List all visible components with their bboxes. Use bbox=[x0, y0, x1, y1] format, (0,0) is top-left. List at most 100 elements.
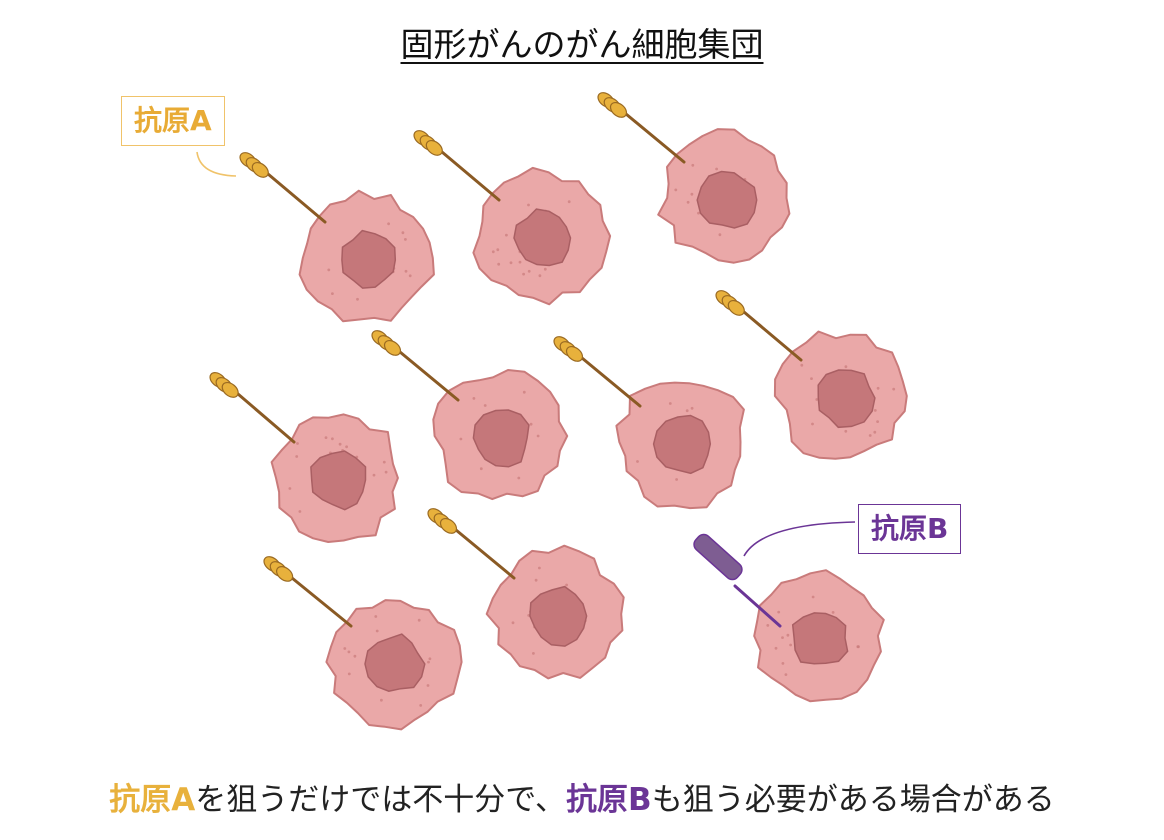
cytoplasm-dot bbox=[347, 672, 351, 676]
cytoplasm-dot bbox=[811, 595, 815, 599]
cytoplasm-dot bbox=[876, 420, 879, 423]
antigen-a-marker bbox=[413, 130, 501, 202]
antigen-a-leader bbox=[196, 151, 237, 177]
antigen-a-marker bbox=[209, 372, 296, 444]
cytoplasm-dot bbox=[844, 365, 848, 369]
caption-antigen-b: 抗原B bbox=[566, 782, 652, 818]
cytoplasm-dot bbox=[686, 200, 690, 204]
cytoplasm-dot bbox=[873, 430, 877, 434]
cancer-cell-9 bbox=[263, 556, 463, 731]
cytoplasm-dot bbox=[810, 377, 813, 380]
cytoplasm-dot bbox=[298, 510, 302, 513]
antigen-b-leader bbox=[743, 521, 856, 557]
cytoplasm-dot bbox=[459, 437, 463, 441]
cytoplasm-dot bbox=[382, 460, 386, 464]
cytoplasm-dot bbox=[697, 211, 700, 215]
cytoplasm-dot bbox=[690, 406, 694, 410]
cell-nucleus bbox=[529, 585, 588, 647]
cell-nucleus bbox=[652, 414, 712, 475]
cytoplasm-dot bbox=[343, 647, 347, 650]
cytoplasm-dot bbox=[831, 611, 835, 614]
cytoplasm-dot bbox=[324, 436, 328, 439]
cytoplasm-dot bbox=[781, 636, 784, 639]
cytoplasm-dot bbox=[427, 660, 430, 664]
cancer-cell-10 bbox=[693, 533, 885, 703]
antigen-a-label: 抗原A bbox=[121, 96, 225, 146]
cytoplasm-dot bbox=[543, 267, 547, 271]
cytoplasm-dot bbox=[774, 646, 778, 650]
cell-nucleus bbox=[791, 612, 849, 665]
cytoplasm-dot bbox=[527, 203, 530, 207]
cancer-cell-7 bbox=[209, 372, 399, 543]
cytoplasm-dot bbox=[374, 615, 378, 618]
cytoplasm-dot bbox=[483, 404, 487, 407]
cytoplasm-dot bbox=[567, 200, 571, 204]
cytoplasm-dot bbox=[401, 231, 405, 235]
cytoplasm-dot bbox=[387, 222, 390, 226]
cytoplasm-dot bbox=[417, 618, 421, 622]
antigen-b-label: 抗原B bbox=[858, 504, 962, 554]
cytoplasm-dot bbox=[784, 673, 788, 676]
cytoplasm-dot bbox=[479, 467, 483, 471]
cytoplasm-dot bbox=[380, 698, 383, 702]
cytoplasm-dot bbox=[338, 442, 342, 446]
cytoplasm-dot bbox=[691, 163, 695, 167]
cytoplasm-dot bbox=[786, 633, 790, 637]
cytoplasm-dot bbox=[777, 610, 781, 614]
cytoplasm-dot bbox=[384, 470, 388, 474]
antigen-a-marker bbox=[427, 508, 516, 580]
cancer-cell-4 bbox=[715, 290, 908, 460]
cell-nucleus bbox=[817, 369, 876, 429]
cytoplasm-dot bbox=[781, 662, 785, 665]
cell-nucleus bbox=[696, 170, 758, 229]
cytoplasm-dot bbox=[527, 269, 531, 273]
cytoplasm-dot bbox=[497, 262, 501, 266]
antigen-a-marker bbox=[371, 330, 460, 402]
cytoplasm-dot bbox=[331, 437, 334, 441]
cytoplasm-dot bbox=[536, 434, 540, 438]
cytoplasm-dot bbox=[844, 429, 848, 433]
cancer-cell-8 bbox=[427, 508, 625, 680]
cytoplasm-dot bbox=[857, 645, 860, 649]
cytoplasm-dot bbox=[811, 422, 814, 426]
cytoplasm-dot bbox=[718, 233, 722, 237]
cytoplasm-dot bbox=[892, 387, 896, 391]
caption-part2: も狙う必要がある場合がある bbox=[651, 782, 1055, 818]
cytoplasm-dot bbox=[674, 188, 678, 192]
cytoplasm-dot bbox=[327, 268, 331, 272]
cytoplasm-dot bbox=[472, 397, 476, 400]
cytoplasm-dot bbox=[636, 460, 639, 463]
cytoplasm-dot bbox=[505, 233, 508, 237]
title-text: 固形がんのがん細胞集団 bbox=[400, 25, 764, 64]
cytoplasm-dot bbox=[685, 409, 689, 413]
cytoplasm-dot bbox=[288, 487, 292, 490]
caption-part1: を狙うだけでは不十分で、 bbox=[195, 782, 567, 818]
cell-nucleus bbox=[513, 208, 572, 267]
cell-nucleus bbox=[341, 229, 397, 289]
cytoplasm-dot bbox=[534, 578, 538, 582]
antigen-a-marker bbox=[597, 92, 686, 164]
page-title: 固形がんのがん細胞集団 bbox=[0, 18, 1164, 66]
cytoplasm-dot bbox=[419, 704, 423, 707]
cytoplasm-dot bbox=[408, 274, 412, 278]
cytoplasm-dot bbox=[404, 238, 407, 241]
cytoplasm-dot bbox=[295, 455, 299, 458]
cytoplasm-dot bbox=[296, 442, 299, 445]
antigen-a-marker bbox=[553, 336, 642, 408]
cytoplasm-dot bbox=[331, 292, 334, 295]
cytoplasm-dot bbox=[522, 272, 525, 276]
cytoplasm-dot bbox=[532, 652, 535, 655]
cell-nucleus bbox=[472, 409, 530, 468]
cytoplasm-dot bbox=[522, 390, 526, 394]
cytoplasm-dot bbox=[345, 445, 348, 449]
cytoplasm-dot bbox=[496, 248, 500, 252]
cytoplasm-dot bbox=[518, 260, 522, 264]
cancer-cell-6 bbox=[553, 336, 745, 510]
cytoplasm-dot bbox=[356, 297, 359, 301]
cytoplasm-dot bbox=[517, 476, 521, 480]
cytoplasm-dot bbox=[668, 402, 672, 405]
cytoplasm-dot bbox=[426, 684, 430, 687]
cytoplasm-dot bbox=[868, 434, 872, 437]
cancer-cell-1 bbox=[239, 152, 435, 323]
